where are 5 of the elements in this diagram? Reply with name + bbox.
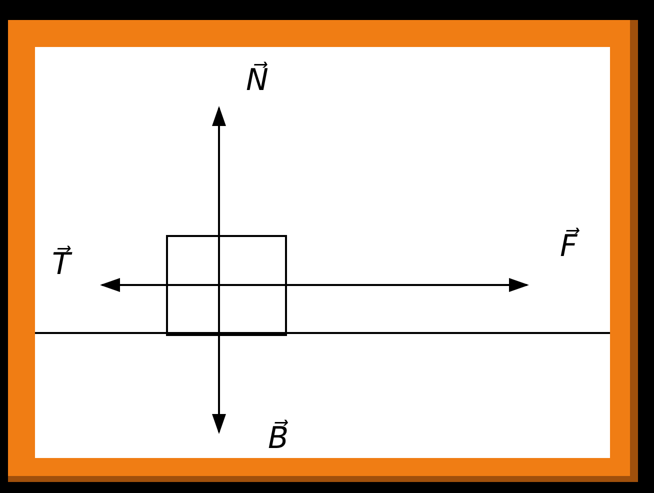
force-label: B⃗ (268, 422, 289, 456)
force-label: F⃗ (560, 230, 578, 264)
block-box (166, 235, 287, 336)
force-label: N⃗ (246, 64, 268, 98)
force-label: T⃗ (52, 248, 70, 282)
